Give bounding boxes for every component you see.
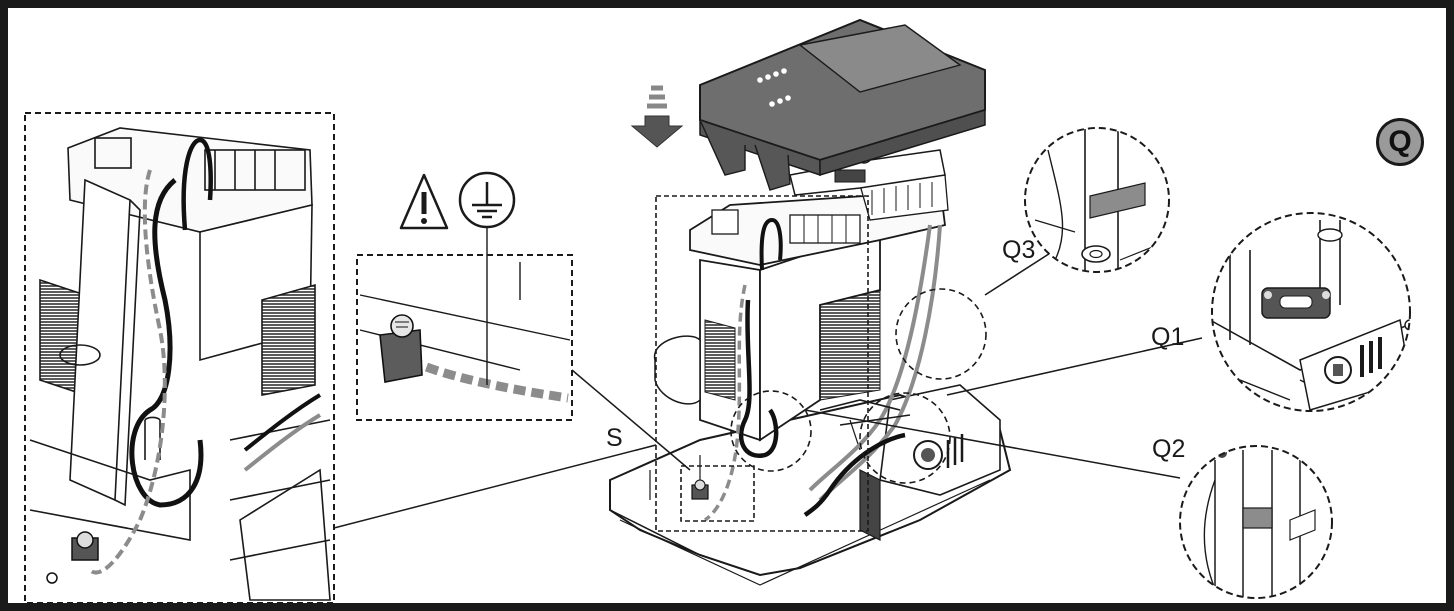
callout-label-q2: Q2: [1152, 435, 1186, 463]
zoom-area-left: [655, 195, 869, 532]
leader-lines: [333, 249, 1203, 529]
left-zoom-inset: [24, 112, 335, 604]
section-badge: Q: [1376, 118, 1424, 166]
callout-label-q3: Q3: [1002, 236, 1036, 264]
detail-marker-q1: [859, 392, 951, 484]
detail-circle-q3: [1024, 127, 1170, 273]
protective-earth-icon: [458, 171, 516, 385]
callout-label-q1: Q1: [1151, 323, 1185, 351]
detail-circle-q1: [1211, 212, 1411, 412]
detail-circle-q2: [1179, 445, 1333, 599]
zoom-area-earth: [680, 465, 755, 522]
main-assembly: [609, 18, 1012, 586]
inset-earth-screw-icon: [46, 531, 99, 584]
earth-detail-inset: [356, 254, 573, 421]
down-arrow-icon: [630, 85, 684, 148]
detail-marker-q2: [730, 390, 812, 472]
warning-triangle-icon: [399, 173, 449, 230]
detail-marker-q3: [895, 288, 987, 380]
callout-label-s: S: [606, 424, 623, 452]
control-unit-cover: [699, 18, 986, 191]
